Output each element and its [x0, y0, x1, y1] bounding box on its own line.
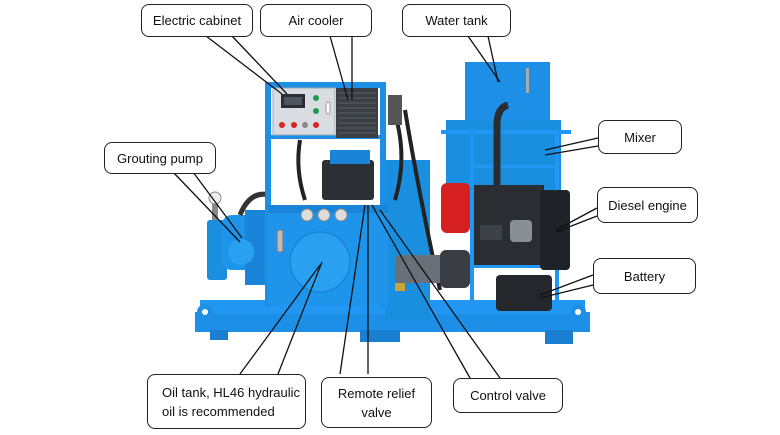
leader-electric-cabinet-2	[231, 35, 288, 95]
leader-oil-tank	[239, 264, 321, 375]
leader-mixer-2	[544, 145, 599, 156]
leader-diesel-engine	[555, 207, 598, 231]
callout-water-tank-label: Water tank	[425, 13, 488, 28]
leader-water-tank	[467, 35, 501, 83]
callout-mixer: Mixer	[598, 120, 682, 154]
diesel-engine-block	[474, 185, 570, 270]
grouting-pump-unit	[207, 191, 275, 285]
leader-mixer	[544, 137, 599, 151]
callout-air-cooler-label: Air cooler	[288, 13, 344, 28]
callout-oil-tank: Oil tank, HL46 hydraulic oil is recommen…	[147, 374, 306, 429]
leader-air-cooler	[329, 35, 349, 101]
callout-remote-relief-valve-label-line1: Remote relief	[337, 385, 416, 401]
callout-electric-cabinet-label: Electric cabinet	[152, 13, 242, 28]
callout-oil-tank-label-line1: Oil tank, HL46 hydraulic	[162, 384, 301, 400]
air-cooler-box	[336, 88, 378, 138]
electric-cabinet-box	[272, 87, 336, 136]
fuel-tank	[441, 183, 470, 233]
leader-electric-cabinet	[205, 35, 283, 95]
callout-grouting-pump: Grouting pump	[104, 142, 216, 174]
leader-water-tank-2	[487, 35, 499, 83]
callout-remote-relief-valve: Remote relief valve	[321, 377, 432, 428]
callout-air-cooler: Air cooler	[260, 4, 372, 37]
leader-grouting-pump	[172, 171, 241, 243]
leader-battery-2	[539, 284, 594, 299]
callout-diesel-engine-label: Diesel engine	[608, 197, 687, 213]
leader-battery	[539, 274, 594, 296]
leader-control-valve	[371, 204, 471, 379]
callout-diesel-engine: Diesel engine	[597, 187, 698, 223]
callout-water-tank: Water tank	[402, 4, 511, 37]
callout-oil-tank-label-line2: oil is recommended	[162, 403, 275, 419]
battery-block	[496, 275, 552, 311]
callout-remote-relief-valve-label-line2: valve	[361, 404, 392, 420]
callout-battery-label: Battery	[623, 268, 666, 284]
callout-control-valve-label: Control valve	[470, 388, 546, 403]
callout-battery: Battery	[593, 258, 696, 294]
leader-oil-tank-2	[277, 261, 323, 375]
callout-electric-cabinet: Electric cabinet	[141, 4, 253, 37]
callout-grouting-pump-label: Grouting pump	[117, 150, 203, 166]
leader-grouting-pump-2	[192, 171, 243, 239]
leader-remote-relief	[339, 204, 366, 375]
callout-mixer-label: Mixer	[624, 129, 656, 145]
callout-control-valve: Control valve	[453, 378, 563, 413]
leader-control-valve-2	[379, 209, 501, 379]
leader-diesel-engine-2	[555, 215, 598, 233]
